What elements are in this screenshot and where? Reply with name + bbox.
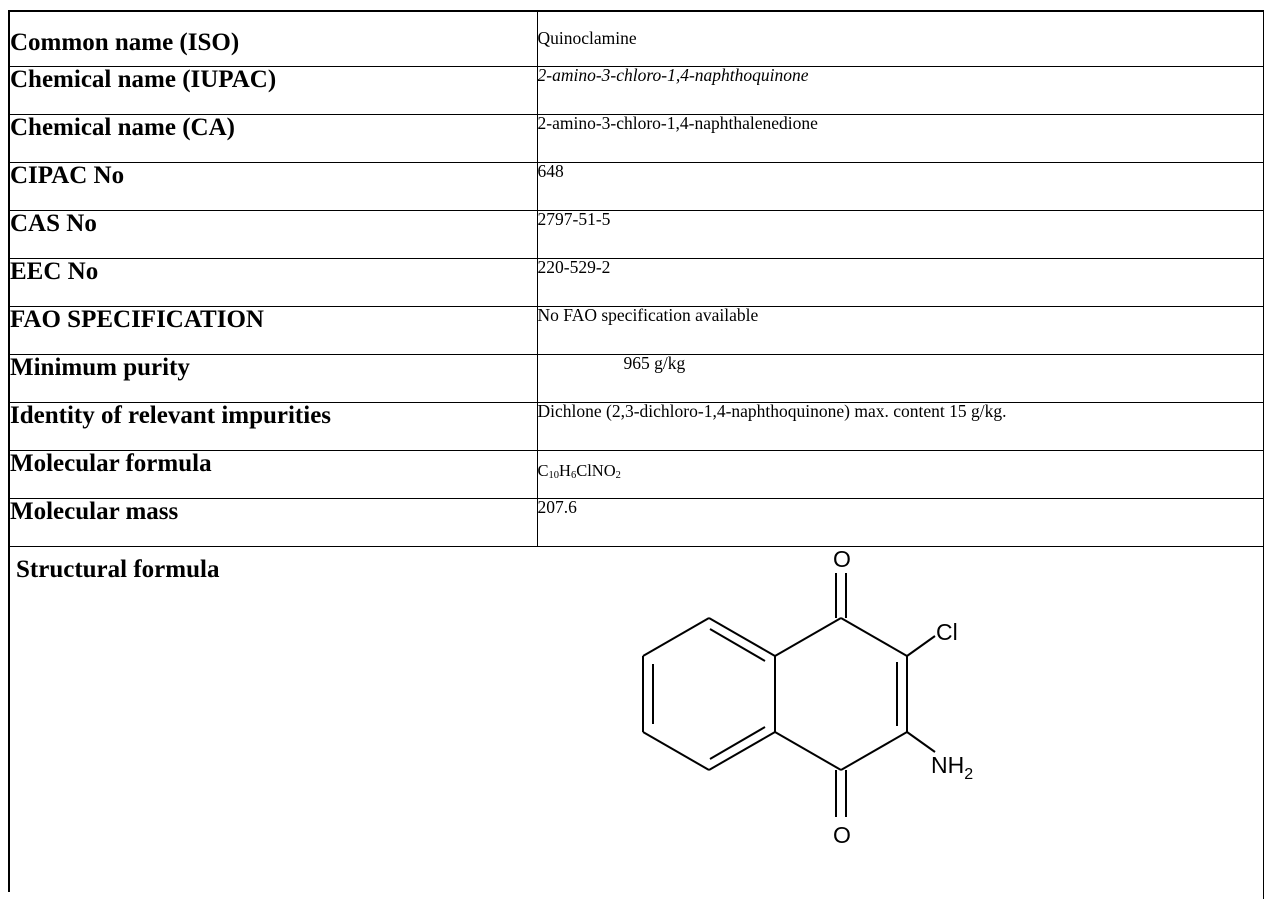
row-label-cas-no: CAS No [10,210,538,259]
structural-formula-area: Structural formula [10,547,1263,887]
row-value-common-name: Quinoclamine [537,12,1264,67]
row-label-iupac-name: Chemical name (IUPAC) [10,66,538,115]
formula-h: H [559,460,571,480]
table-row: Chemical name (CA) 2-amino-3-chloro-1,4-… [10,114,1264,163]
bond-quinone-5 [774,730,842,771]
structural-formula-label: Structural formula [16,555,220,583]
row-value-relevant-impurities: Dichlone (2,3-dichloro-1,4-naphthoquinon… [537,402,1264,451]
table-row: Identity of relevant impurities Dichlone… [10,402,1264,451]
row-value-fao-specification: No FAO specification available [537,306,1264,355]
row-label-common-name: Common name (ISO) [10,12,538,67]
table-row: Common name (ISO) Quinoclamine [10,12,1264,67]
table-row: EEC No 220-529-2 [10,258,1264,307]
table-row: CIPAC No 648 [10,162,1264,211]
formula-c: C [537,460,549,480]
table-row: Molecular formula C10H6ClNO2 [10,450,1264,499]
bond-benzene-5 [642,616,710,657]
bond-quinone-1 [774,616,842,657]
row-label-minimum-purity: Minimum purity [10,354,538,403]
row-value-cas-no: 2797-51-5 [537,210,1264,259]
formula-o-count: 2 [615,469,621,481]
row-value-eec-no: 220-529-2 [537,258,1264,307]
atom-oxygen-bottom: O [833,822,851,848]
table-row: CAS No 2797-51-5 [10,210,1264,259]
row-value-minimum-purity: 965 g/kg [537,354,1264,403]
bond-benzene-2 [708,730,776,771]
row-label-molecular-mass: Molecular mass [10,498,538,547]
atom-chlorine: Cl [936,619,958,645]
row-value-molecular-formula: C10H6ClNO2 [537,450,1264,499]
bond-benzene-double-1 [709,627,766,662]
atom-amino: NH2 [931,752,973,783]
bond-benzene-1 [708,616,776,657]
row-value-ca-name: 2-amino-3-chloro-1,4-naphthalenedione [537,114,1264,163]
bond-chlorine [906,634,936,657]
bond-benzene-3 [642,730,710,771]
structural-formula-cell: Structural formula [10,546,1264,899]
row-value-molecular-mass: 207.6 [537,498,1264,547]
table-row: Chemical name (IUPAC) 2-amino-3-chloro-1… [10,66,1264,115]
formula-h-count: 6 [570,469,577,481]
row-value-iupac-name: 2-amino-3-chloro-1,4-naphthoquinone [537,66,1264,115]
identity-table: Common name (ISO) Quinoclamine Chemical … [10,12,1264,899]
bond-quinone-2 [840,616,908,657]
table-row: Minimum purity 965 g/kg [10,354,1264,403]
atom-amino-nh: NH [931,752,964,778]
bond-benzene-double-2 [709,725,766,760]
row-label-molecular-formula: Molecular formula [10,450,538,499]
atom-oxygen-top: O [833,547,851,572]
table-row: Molecular mass 207.6 [10,498,1264,547]
atom-amino-subscript: 2 [964,766,973,783]
row-label-ca-name: Chemical name (CA) [10,114,538,163]
row-label-cipac-no: CIPAC No [10,162,538,211]
row-value-cipac-no: 648 [537,162,1264,211]
substance-identity-document: Common name (ISO) Quinoclamine Chemical … [8,10,1264,899]
bond-amino [906,730,936,753]
row-label-relevant-impurities: Identity of relevant impurities [10,402,538,451]
row-label-eec-no: EEC No [10,258,538,307]
formula-c-count: 10 [548,469,560,481]
bond-quinone-4 [840,730,908,771]
structural-formula-drawing: O Cl NH2 O [642,547,973,848]
formula-clno: ClNO [576,460,616,480]
table-row: FAO SPECIFICATION No FAO specification a… [10,306,1264,355]
row-label-fao-specification: FAO SPECIFICATION [10,306,538,355]
table-row-structural-formula: Structural formula [10,546,1264,899]
